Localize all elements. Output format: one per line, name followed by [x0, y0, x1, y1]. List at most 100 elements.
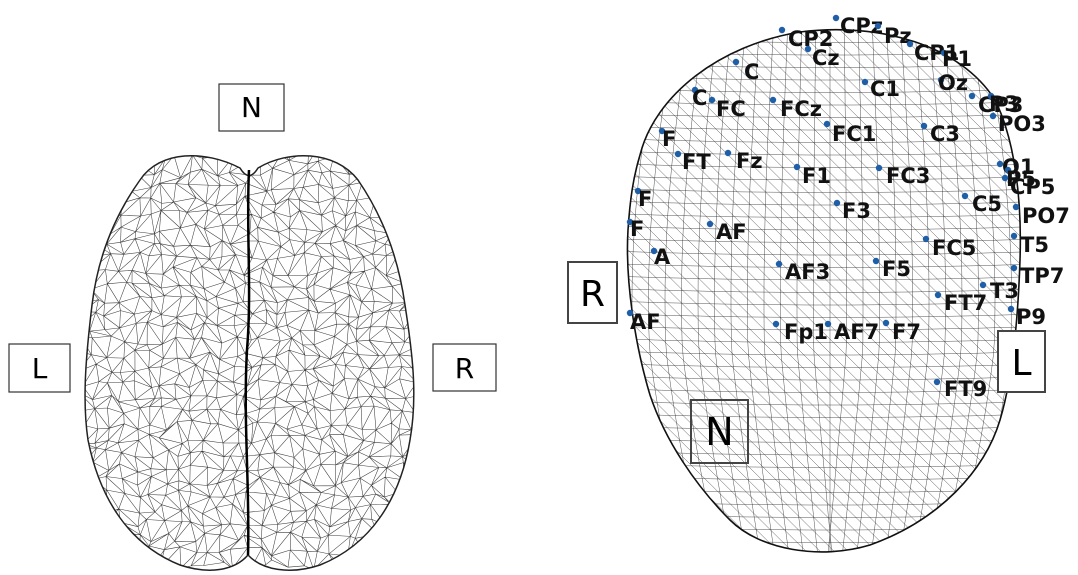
head-nose-label: N [705, 410, 733, 454]
electrode-p3-10: P3 [987, 92, 1019, 116]
head-right-label-box: R [567, 261, 618, 324]
electrode-marker [933, 378, 941, 386]
electrode-label: CP2 [788, 27, 833, 51]
electrode-fc-12: FC [708, 96, 746, 121]
electrode-label: FT9 [944, 377, 987, 401]
electrode-label: C3 [930, 122, 960, 146]
electrode-label: T5 [1020, 233, 1049, 257]
electrode-po3-14: PO3 [989, 112, 1046, 136]
electrode-a-33: A [650, 245, 671, 269]
electrode-f-25: F [634, 187, 652, 211]
electrode-marker [769, 96, 777, 104]
electrode-marker [934, 291, 942, 299]
electrode-label: FC3 [886, 164, 930, 188]
electrode-ft-18: FT [674, 150, 711, 174]
electrode-marker [832, 14, 840, 22]
electrode-marker [920, 122, 928, 130]
electrode-fc3-21: FC3 [875, 164, 930, 188]
electrode-label: P1 [942, 47, 972, 71]
electrode-fp1-41: Fp1 [772, 320, 828, 344]
electrode-af7-42: AF7 [824, 320, 879, 344]
electrode-label: CP5 [1010, 175, 1055, 199]
electrode-label: F [662, 127, 676, 151]
brain-nose-label: N [241, 91, 262, 124]
brain-panel: N L R [8, 83, 497, 571]
electrode-fc1-16: FC1 [823, 120, 876, 146]
electrode-fz-19: Fz [724, 149, 763, 173]
electrode-label: CP3 [978, 93, 1023, 117]
electrode-marker [778, 26, 786, 34]
electrode-label: Oz [938, 71, 968, 95]
electrode-label: P9 [1016, 305, 1046, 329]
electrode-marker [732, 58, 740, 66]
brain-outline [84, 154, 415, 571]
electrode-label: CP1 [914, 41, 959, 65]
electrode-marker [724, 149, 732, 157]
electrode-marker [882, 319, 890, 327]
electrode-af3-34: AF3 [775, 260, 830, 284]
electrode-cpz-1: CPz [832, 14, 883, 38]
electrode-marker [987, 92, 995, 100]
electrode-marker [872, 257, 880, 265]
electrode-marker [634, 187, 642, 195]
electrode-marker [833, 199, 841, 207]
brain-left-label: L [32, 352, 48, 385]
electrode-label: FT [682, 150, 711, 174]
electrode-c5-27: C5 [961, 192, 1002, 216]
head-right-label: R [580, 274, 605, 315]
electrode-label: Fz [736, 149, 763, 173]
electrode-marker [979, 281, 987, 289]
electrode-fcz-13: FCz [769, 96, 822, 121]
electrode-marker [1012, 203, 1020, 211]
electrode-marker [861, 78, 869, 86]
electrode-af-39: AF [626, 309, 661, 334]
electrode-label: F [630, 217, 644, 241]
electrode-label: PO3 [998, 112, 1046, 136]
electrode-po7-30: PO7 [1012, 203, 1070, 228]
electrode-label: A [654, 245, 671, 269]
electrode-f5-35: F5 [872, 257, 911, 281]
electrode-marker [793, 163, 801, 171]
electrode-marker [626, 218, 634, 226]
electrode-fc5-31: FC5 [922, 235, 976, 260]
head-outline [626, 28, 1022, 553]
electrode-marker [922, 235, 930, 243]
electrode-label: TP7 [1020, 264, 1064, 288]
electrode-label: AF [716, 220, 747, 244]
electrode-marker [940, 49, 948, 57]
electrode-marker [708, 96, 716, 104]
electrode-label: F5 [882, 257, 911, 281]
brain-left-label-box: L [8, 343, 71, 393]
head-mesh [627, 29, 1021, 552]
electrode-c-7: C [691, 86, 707, 110]
electrode-label: Cz [812, 46, 840, 70]
electrode-f-28: F [626, 217, 644, 241]
electrode-marker [1004, 166, 1012, 174]
electrode-p5-23: P5 [1004, 166, 1036, 191]
electrode-c1-11: C1 [861, 77, 900, 101]
electrode-label: AF [630, 310, 661, 334]
electrode-f1-20: F1 [793, 163, 831, 188]
electrode-marker [1010, 264, 1018, 272]
electrode-label: C [692, 86, 707, 110]
electrode-marker [875, 164, 883, 172]
electrode-f3-26: F3 [833, 199, 871, 223]
electrode-marker [626, 309, 634, 317]
electrode-label: F [638, 187, 652, 211]
electrode-marker [823, 120, 831, 128]
electrode-p9-40: P9 [1007, 305, 1046, 329]
electrode-marker [650, 247, 658, 255]
electrode-label: FC [716, 97, 746, 121]
electrode-marker [658, 127, 666, 135]
electrode-marker [804, 45, 812, 53]
electrode-label: F3 [842, 199, 871, 223]
electrode-label: P3 [989, 92, 1019, 116]
electrode-label: C5 [972, 192, 1002, 216]
electrode-marker [1001, 174, 1009, 182]
electrode-marker [824, 320, 832, 328]
electrode-c3-17: C3 [920, 122, 960, 146]
electrode-f7-43: F7 [882, 319, 921, 344]
